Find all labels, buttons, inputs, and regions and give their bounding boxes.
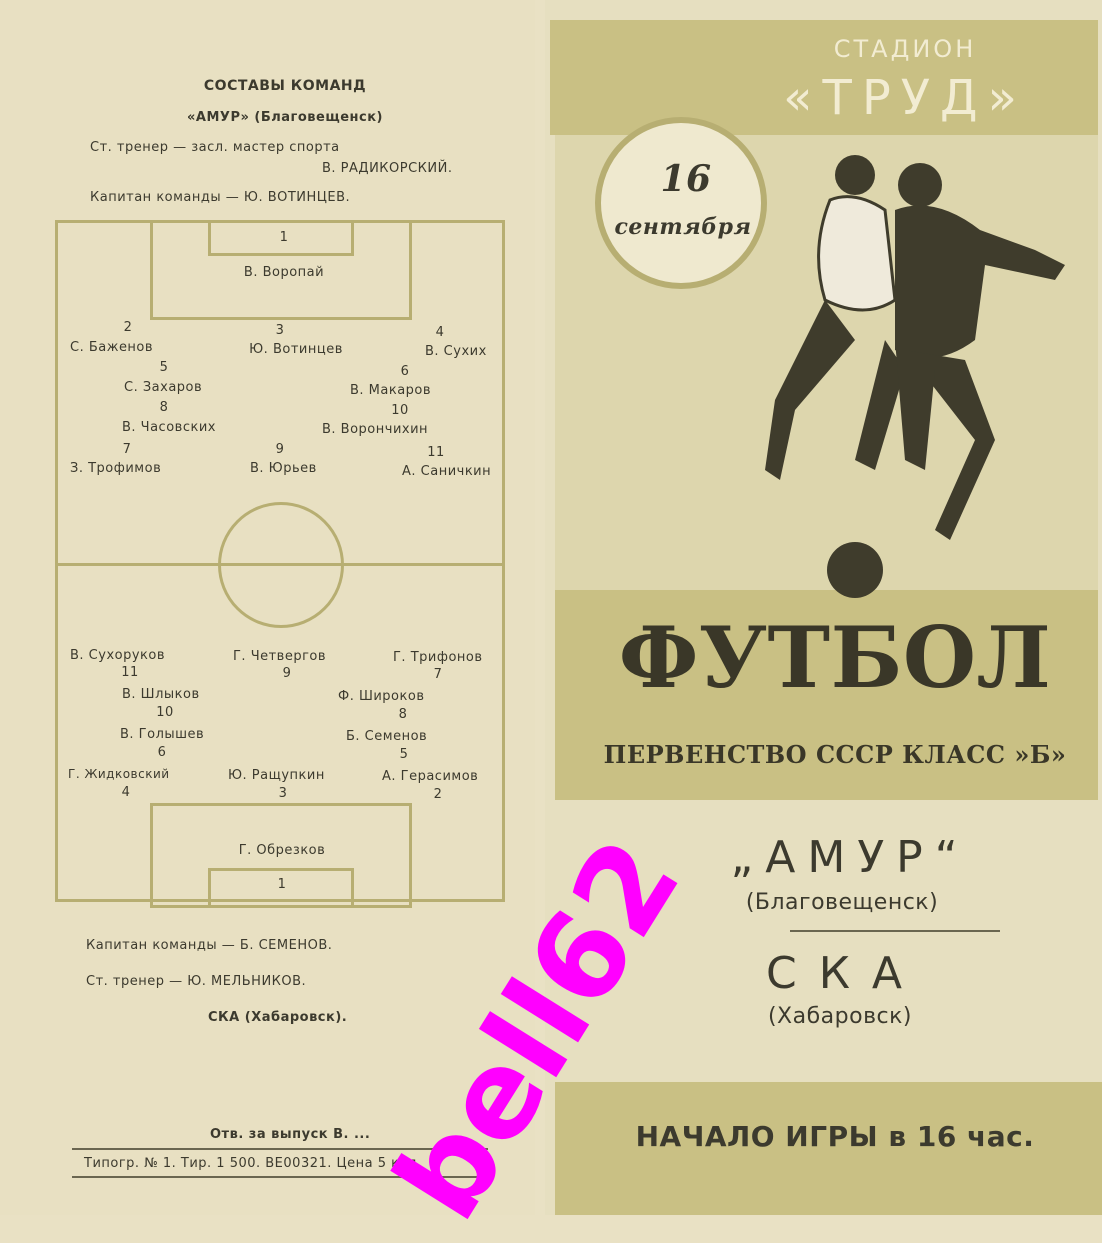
player-number: 10 [156, 705, 174, 720]
player-name: Ю. Ращупкин [228, 768, 325, 783]
player-number: 4 [435, 325, 445, 340]
player-number: 2 [433, 787, 443, 802]
right-page-cover: СТАДИОН «ТРУД» 16 сентября ФУТБОЛ ПЕРВЕН… [545, 0, 1102, 1215]
player-number: 9 [282, 666, 292, 681]
title-band [555, 590, 1098, 800]
team2-city: (Хабаровск) [767, 1004, 913, 1029]
divider [72, 1176, 488, 1178]
championship-title: ПЕРВЕНСТВО СССР КЛАСС »Б» [603, 740, 1067, 769]
player-number: 8 [159, 400, 169, 415]
player-name: Б. Семенов [346, 729, 428, 744]
date-day: 16 [660, 158, 712, 200]
player-name: С. Захаров [124, 380, 203, 395]
top-goal-area [208, 220, 354, 256]
sport-title: ФУТБОЛ [618, 608, 1052, 707]
left-page-lineups: СОСТАВЫ КОМАНД «АМУР» (Благовещенск) Ст.… [0, 0, 535, 1215]
date-circle [595, 117, 767, 289]
responsible-editor: Отв. за выпуск В. ... [210, 1127, 371, 1142]
home-coach-label: Ст. тренер — засл. мастер спорта [90, 140, 340, 155]
player-name: Г. Четвергов [233, 649, 327, 664]
divider [72, 1148, 488, 1150]
teams-divider [790, 930, 1000, 932]
player-name: А. Герасимов [382, 769, 479, 784]
lineups-title: СОСТАВЫ КОМАНД [203, 78, 367, 94]
imprint: Типогр. № 1. Тир. 1 500. ВЕ00321. Цена 5… [84, 1156, 422, 1171]
team2-name: СКА [765, 948, 925, 999]
player-name: В. Шлыков [122, 687, 200, 702]
player-name: В. Сухоруков [70, 648, 166, 663]
bottom-goal-area [208, 868, 354, 908]
player-name: Ю. Вотинцев [249, 342, 343, 357]
football-pitch-diagram [55, 220, 505, 908]
player-number: 10 [391, 403, 409, 418]
player-number: 7 [433, 667, 443, 682]
player-number: 11 [121, 665, 139, 680]
player-name: В. Макаров [350, 383, 432, 398]
player-number: 2 [123, 320, 133, 335]
kickoff-time: НАЧАЛО ИГРЫ в 16 час. [635, 1120, 1035, 1153]
home-coach-name: В. РАДИКОРСКИЙ. [322, 161, 453, 176]
stadium-label: СТАДИОН [833, 35, 977, 63]
player-name: В. Юрьев [250, 461, 317, 476]
player-number: 1 [279, 230, 289, 245]
player-number: 6 [157, 745, 167, 760]
player-name: Ф. Широков [338, 689, 425, 704]
footballers-illustration [765, 155, 1065, 598]
player-number: 4 [121, 785, 131, 800]
home-captain: Капитан команды — Ю. ВОТИНЦЕВ. [90, 190, 351, 205]
centre-circle [218, 502, 344, 628]
date-month: сентября [614, 214, 752, 240]
player-number: 9 [275, 442, 285, 457]
stadium-name: «ТРУД» [783, 70, 1027, 126]
player-name: А. Саничкин [402, 464, 492, 479]
player-name: Г. Обрезков [238, 843, 326, 858]
player-name: В. Голышев [120, 727, 205, 742]
player-number: 6 [400, 364, 410, 379]
away-coach: Ст. тренер — Ю. МЕЛЬНИКОВ. [86, 974, 307, 989]
kickoff-band [555, 1082, 1102, 1215]
player-name: В. Часовских [122, 420, 216, 435]
player-name: З. Трофимов [70, 461, 162, 476]
player-number: 1 [277, 877, 287, 892]
player-name: Г. Трифонов [393, 650, 483, 665]
away-captain: Капитан команды — Б. СЕМЕНОВ. [86, 938, 333, 953]
player-number: 5 [159, 360, 169, 375]
player-number: 8 [398, 707, 408, 722]
team1-name: „АМУР“ [730, 832, 970, 883]
player-name: С. Баженов [70, 340, 154, 355]
player-number: 5 [399, 747, 409, 762]
player-number: 7 [122, 442, 132, 457]
home-team-heading: «АМУР» (Благовещенск) [187, 110, 383, 125]
away-team-heading: СКА (Хабаровск). [208, 1010, 348, 1025]
player-name: В. Сухих [425, 344, 487, 359]
player-number: 3 [275, 323, 285, 338]
player-number: 11 [427, 445, 445, 460]
player-name: В. Воропай [243, 265, 325, 280]
team1-city: (Благовещенск) [745, 890, 939, 915]
player-number: 3 [278, 786, 288, 801]
player-name: Г. Жидковский [68, 767, 170, 781]
player-name: В. Ворончихин [322, 422, 429, 437]
stadium-header-band [550, 20, 1098, 135]
